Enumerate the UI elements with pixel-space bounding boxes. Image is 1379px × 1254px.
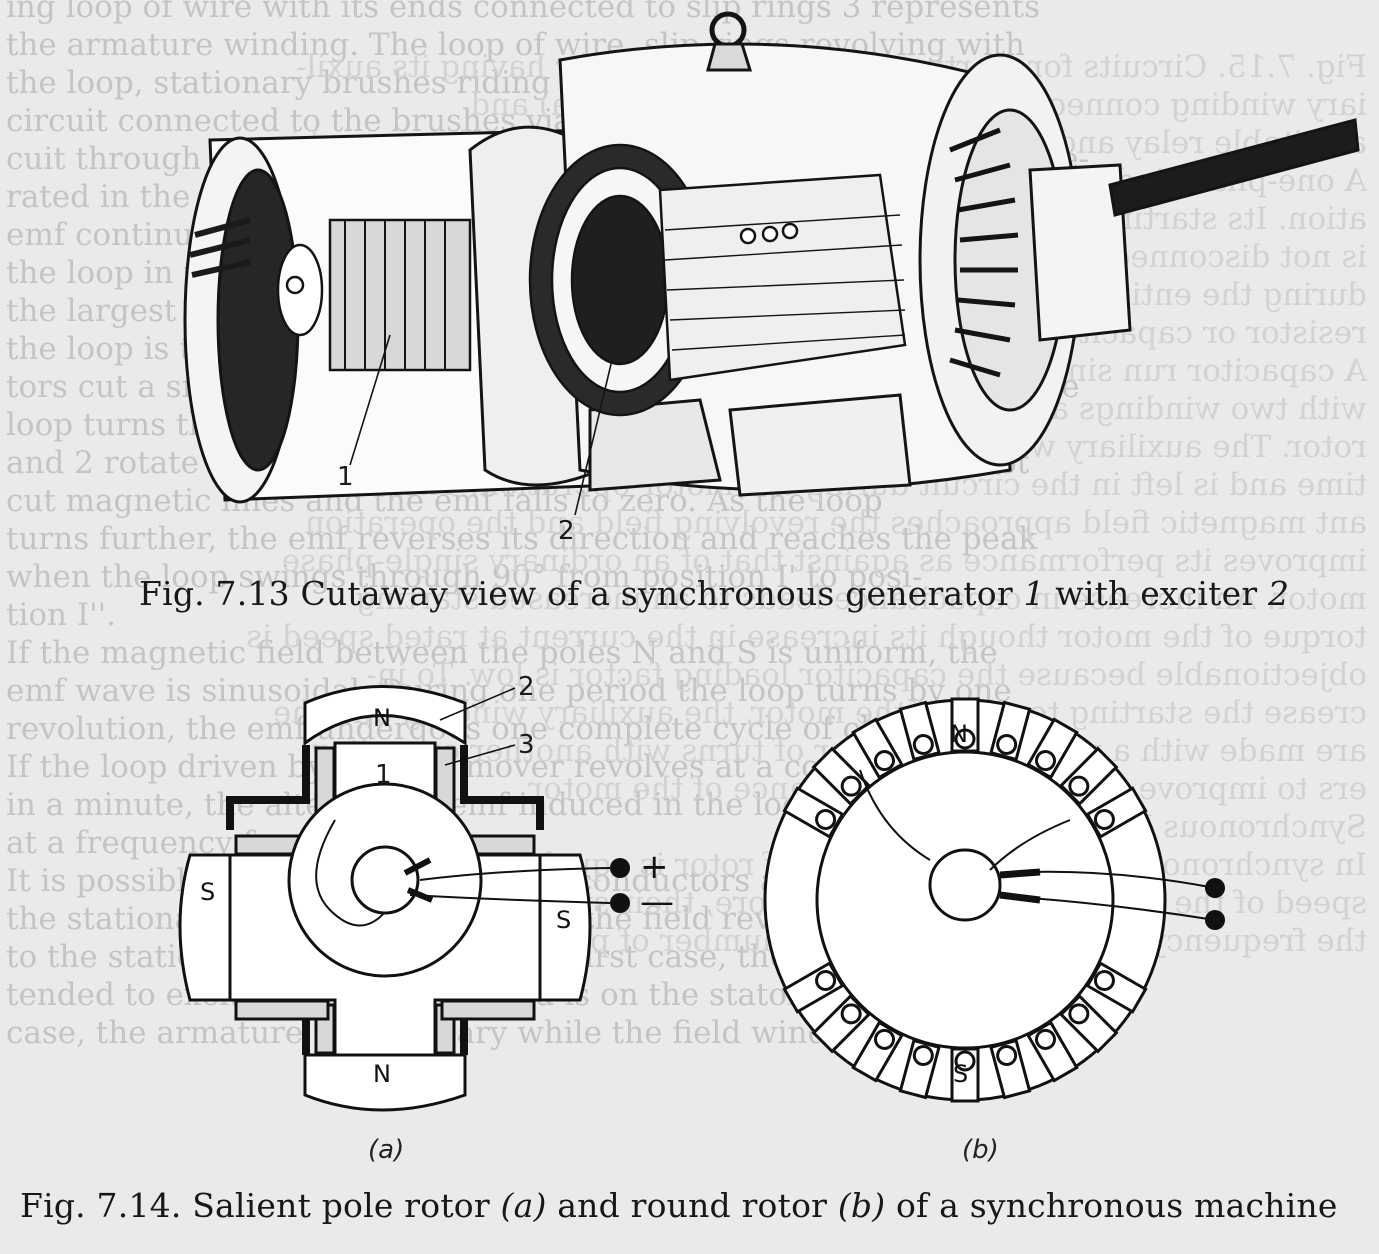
callout-pole-shoe: 2 (518, 672, 535, 702)
rotor-slot (1059, 746, 1119, 806)
pole-label-south: S (953, 1060, 969, 1088)
slot-conductor (815, 809, 837, 830)
slot-conductor (954, 728, 976, 750)
rotor-slot (811, 746, 871, 806)
terminal-plus: + (640, 847, 669, 887)
slot-conductor (954, 1050, 976, 1072)
slot-conductor (815, 970, 837, 991)
slot-conductor (874, 750, 895, 772)
slot-conductor (840, 775, 862, 797)
slot-conductor (912, 1045, 934, 1067)
fig-7-14-caption: Fig. 7.14. Salient pole rotor (a) and ro… (20, 1186, 1338, 1225)
rotor-slot (1085, 961, 1148, 1014)
slot-conductor (996, 733, 1018, 755)
rotor-slot (950, 697, 980, 753)
terminal-minus: — (640, 882, 674, 922)
slot-conductor (1068, 775, 1090, 797)
rotor-slot (782, 786, 845, 839)
rotor-slot (989, 1038, 1032, 1100)
rotor-slot (1026, 1020, 1079, 1083)
rotor-slot (898, 1038, 941, 1100)
rotor-slot (950, 1047, 980, 1103)
pole-label-north-top: N (373, 704, 391, 732)
rotor-slot (782, 961, 845, 1014)
panel-a-label: (a) (368, 1135, 405, 1165)
rotor-slot (1026, 717, 1079, 780)
rotor-slot (1059, 994, 1119, 1054)
callout-pole-core: 1 (375, 760, 392, 790)
rotor-slot (898, 700, 941, 762)
slot-conductor (912, 733, 934, 755)
fig-7-13-caption: Fig. 7.13 Cutaway view of a synchronous … (139, 574, 1290, 613)
slot-conductor (1035, 1028, 1056, 1050)
slot-conductor (874, 1028, 895, 1050)
pole-label-south-left: S (200, 878, 216, 906)
callout-field-coil: 3 (518, 730, 535, 760)
rotor-slot (1085, 786, 1148, 839)
rotor-slot (851, 717, 904, 780)
callout-exciter: 2 (558, 516, 575, 546)
rotor-slot (811, 994, 871, 1054)
rotor-slot (851, 1020, 904, 1083)
panel-b-label: (b) (962, 1135, 999, 1165)
slot-conductor (996, 1045, 1018, 1067)
slot-conductor (1093, 809, 1115, 830)
slot-conductor (1035, 750, 1056, 772)
slot-conductor (840, 1003, 862, 1025)
rotor-slot (989, 700, 1032, 762)
pole-label-south-right: S (556, 906, 572, 934)
slot-conductor (1068, 1003, 1090, 1025)
slot-conductor (1093, 970, 1115, 991)
pole-label-north-bottom: N (373, 1060, 391, 1088)
pole-label-north: N (950, 720, 968, 748)
callout-generator: 1 (337, 462, 354, 492)
